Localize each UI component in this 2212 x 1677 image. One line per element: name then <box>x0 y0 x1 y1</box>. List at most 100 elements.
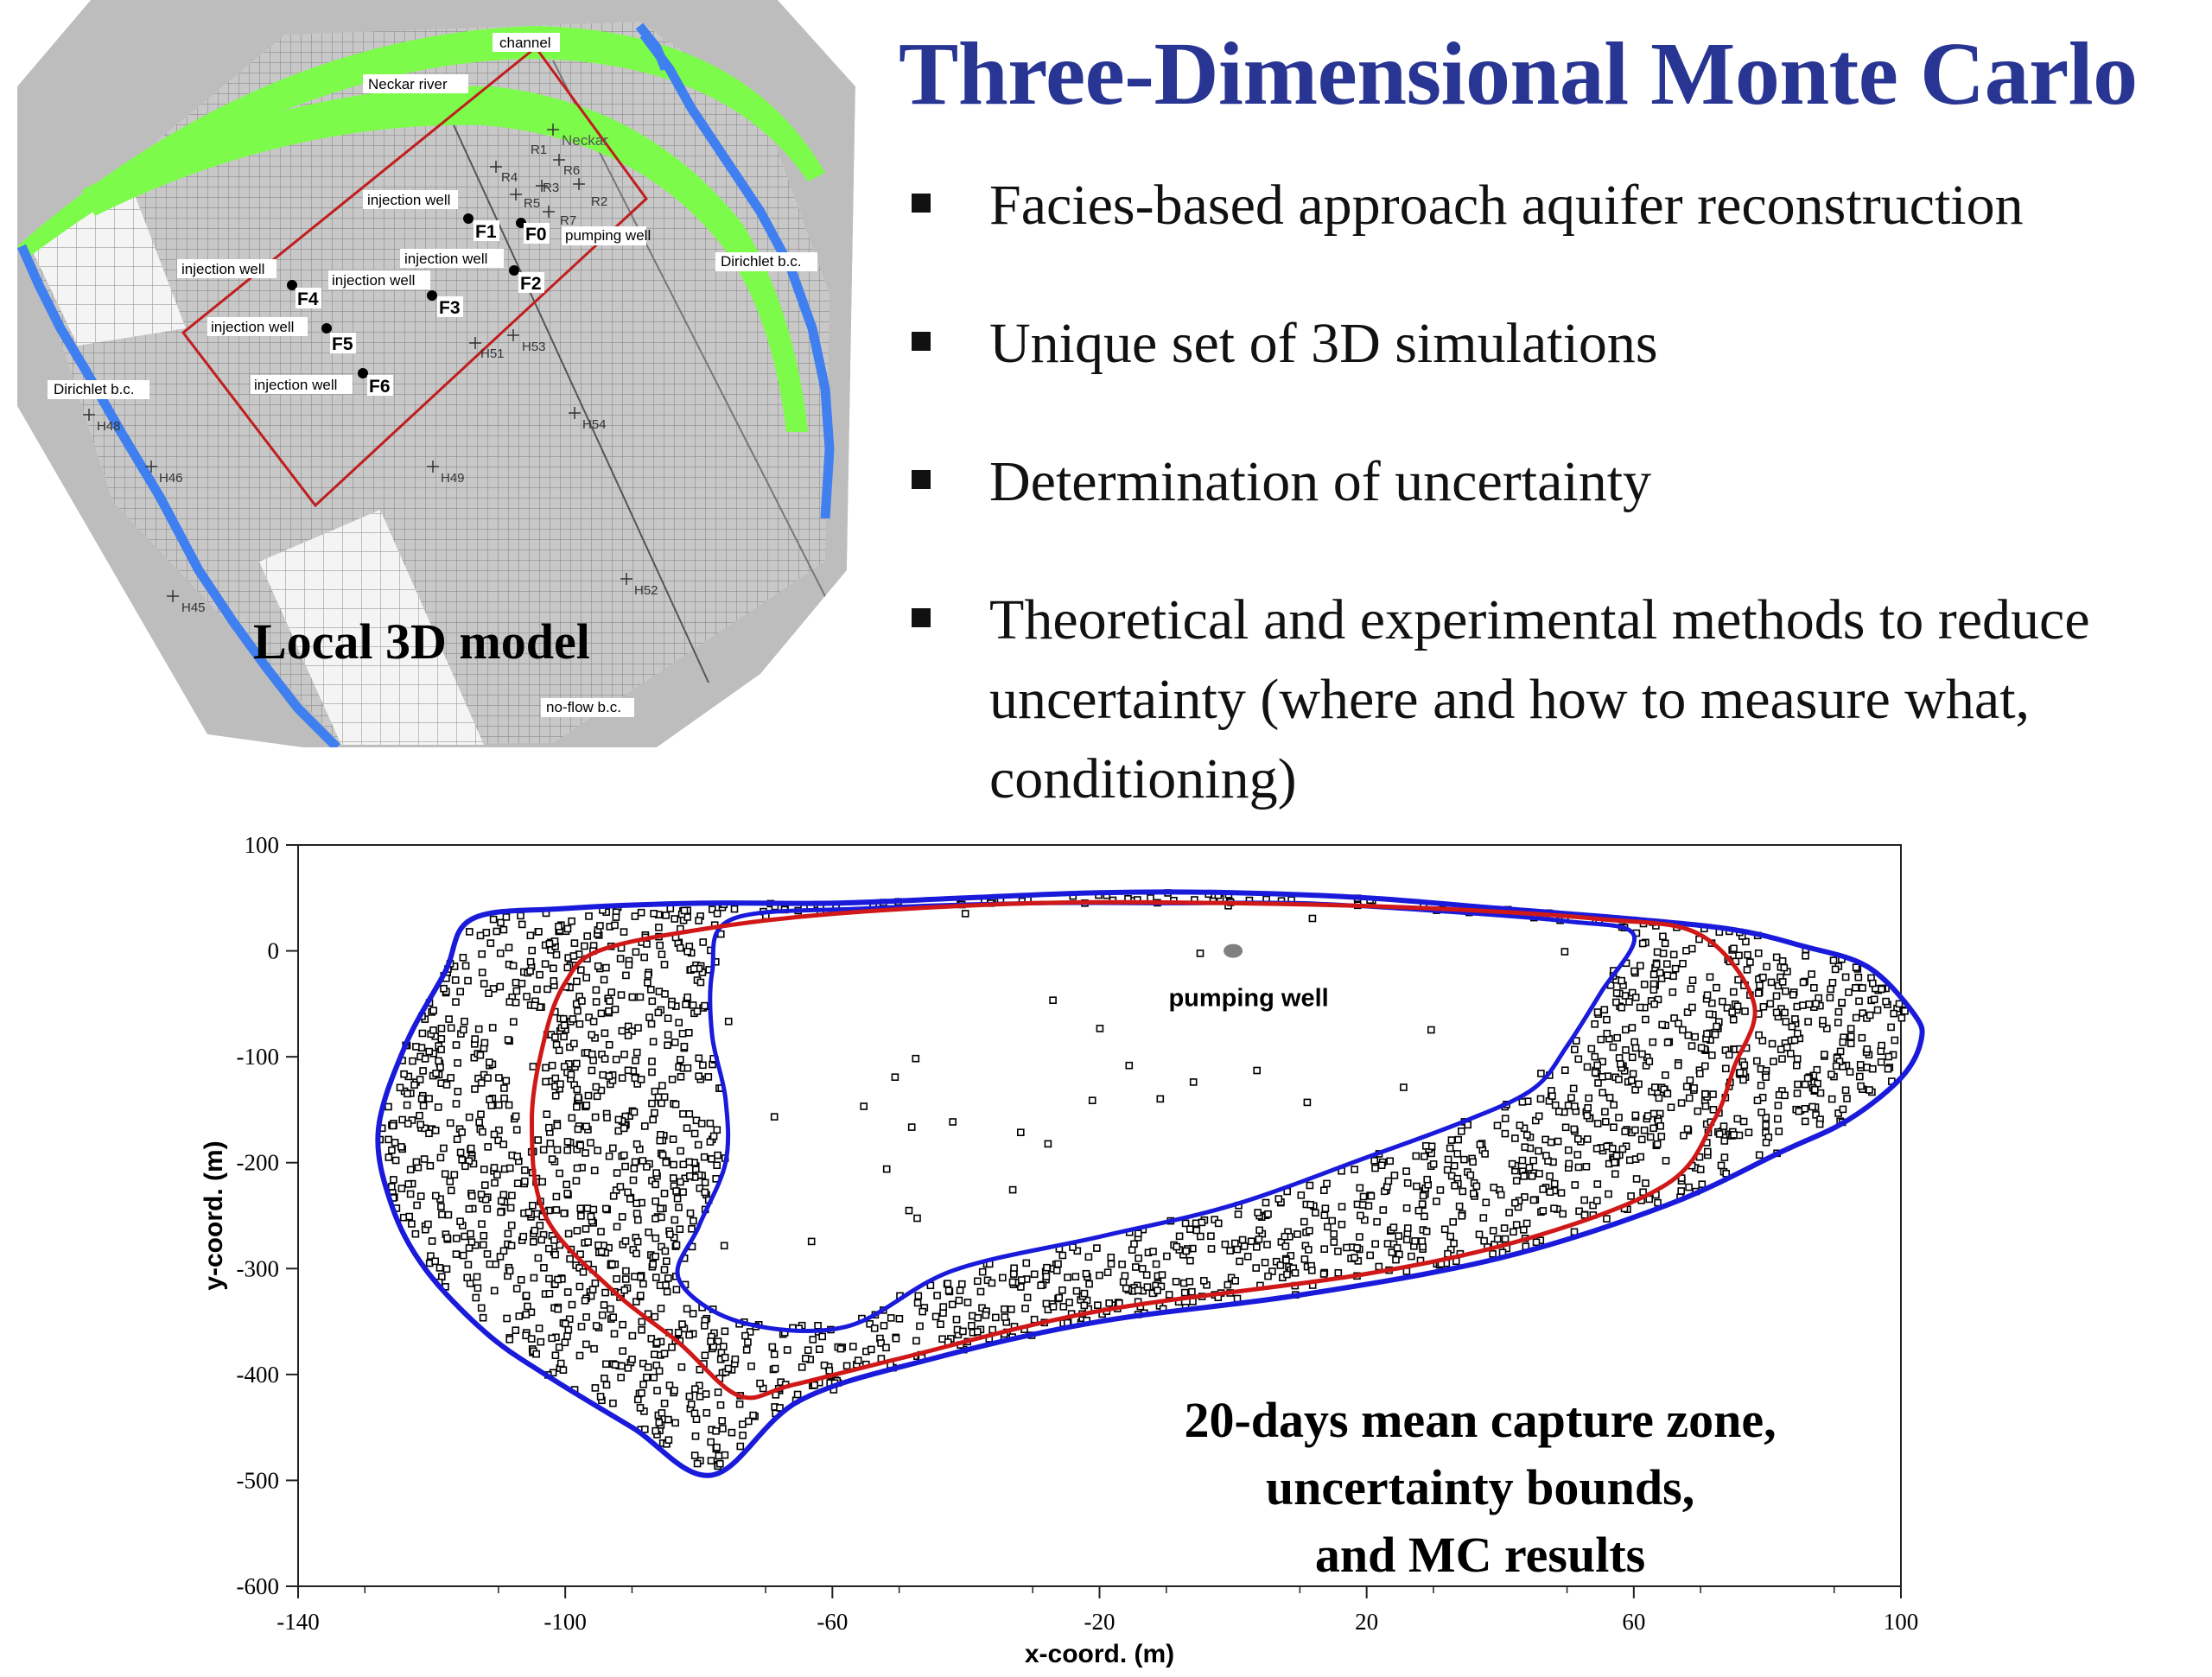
mc-point <box>493 927 501 936</box>
mc-point <box>1490 1184 1498 1191</box>
mc-point <box>1841 973 1850 981</box>
mc-point <box>1584 1104 1592 1112</box>
mc-point <box>1189 1078 1198 1086</box>
mc-point <box>670 1160 677 1169</box>
mc-point <box>621 1162 629 1171</box>
mc-point <box>657 1305 665 1312</box>
mc-point <box>866 1320 874 1328</box>
bullet-marker <box>912 332 931 351</box>
mc-point <box>554 1305 563 1313</box>
mc-point <box>488 1024 497 1032</box>
mc-point <box>1001 1313 1009 1321</box>
mc-point <box>1446 1144 1454 1153</box>
mc-point <box>1605 1190 1612 1198</box>
mc-point <box>1808 1102 1816 1111</box>
mc-point <box>1501 1235 1510 1243</box>
mc-point <box>592 1322 601 1330</box>
mc-point <box>836 1344 845 1353</box>
mc-point <box>452 1041 461 1049</box>
mc-point <box>1723 1004 1732 1012</box>
mc-point <box>1535 1147 1542 1155</box>
pumping-well-label: pumping well <box>1168 984 1328 1012</box>
mc-point <box>1338 1203 1346 1210</box>
mc-point <box>1274 1195 1283 1203</box>
mc-point <box>1554 1137 1562 1146</box>
mc-point <box>1366 1251 1374 1260</box>
mc-point <box>1436 1186 1445 1194</box>
mc-point <box>416 1111 423 1120</box>
mc-point <box>815 1345 823 1353</box>
mc-point <box>662 1159 671 1166</box>
mc-point <box>749 1411 757 1420</box>
mc-point <box>1847 1025 1855 1032</box>
mc-point <box>664 1041 671 1049</box>
mc-point <box>388 1147 396 1154</box>
mc-point <box>720 1242 728 1250</box>
mc-point <box>450 1171 459 1178</box>
mc-point <box>1701 1102 1710 1110</box>
mc-point <box>1547 1138 1555 1147</box>
mc-point <box>528 1202 537 1210</box>
mc-point <box>1662 1071 1669 1079</box>
mc-point <box>505 1101 513 1109</box>
mc-point <box>1608 1145 1617 1153</box>
mc-point <box>1080 1289 1089 1298</box>
bullet-1-text: Facies-based approach aquifer reconstruc… <box>989 174 2024 237</box>
mc-point <box>739 1432 747 1439</box>
mc-point <box>1058 1286 1066 1294</box>
mc-point <box>639 1359 647 1368</box>
mc-point <box>545 1274 553 1283</box>
mc-point <box>1281 1242 1290 1250</box>
mc-point <box>1255 1236 1263 1243</box>
mc-point <box>916 1322 924 1331</box>
mc-point <box>1017 1128 1025 1136</box>
label-dirichlet-left: Dirichlet b.c. <box>54 381 135 397</box>
mc-point <box>1856 1061 1865 1069</box>
y-tick-label: 0 <box>268 938 280 964</box>
mc-point <box>1135 1255 1142 1262</box>
mc-point <box>591 1279 600 1287</box>
mc-point <box>1306 1201 1314 1209</box>
mc-point <box>570 939 579 947</box>
mc-point <box>1224 1280 1232 1289</box>
capture-zone-lines <box>375 889 1925 1478</box>
mc-point <box>461 1017 468 1026</box>
mc-point <box>1819 1016 1827 1025</box>
mc-point <box>664 1031 672 1039</box>
mc-point <box>1877 1058 1885 1066</box>
mc-point <box>596 1393 605 1401</box>
mc-point <box>597 1248 606 1256</box>
mc-point <box>1469 1158 1477 1166</box>
mc-point <box>421 1124 429 1133</box>
mc-point <box>612 913 620 921</box>
mc-point <box>499 1140 508 1148</box>
mc-point <box>690 1216 697 1225</box>
mc-point <box>602 963 610 972</box>
mc-point <box>1450 1239 1458 1248</box>
mc-point <box>1253 1243 1261 1251</box>
mc-point <box>1520 1172 1528 1180</box>
mc-point <box>579 1268 588 1276</box>
mc-point <box>1402 1236 1411 1244</box>
mc-point <box>563 1138 572 1146</box>
mc-point <box>988 1279 996 1287</box>
mc-point <box>688 1225 696 1233</box>
mc-point <box>1869 1064 1877 1073</box>
mc-point <box>609 1313 618 1321</box>
mc-point <box>1733 1002 1742 1010</box>
mc-point <box>592 1083 601 1091</box>
mc-point <box>573 1164 582 1172</box>
mc-point <box>537 1337 545 1346</box>
mc-point <box>512 999 520 1007</box>
mc-point <box>444 1210 453 1219</box>
mc-point <box>464 1261 473 1269</box>
mc-point <box>849 1343 857 1350</box>
mc-point <box>496 950 505 957</box>
mc-point <box>1839 1039 1847 1046</box>
mc-point <box>678 1320 686 1328</box>
mc-point <box>1172 1278 1180 1286</box>
mc-point <box>1677 1187 1685 1195</box>
mc-point <box>1730 988 1738 996</box>
mc-point <box>1683 1008 1692 1016</box>
mc-point <box>1094 1301 1102 1309</box>
